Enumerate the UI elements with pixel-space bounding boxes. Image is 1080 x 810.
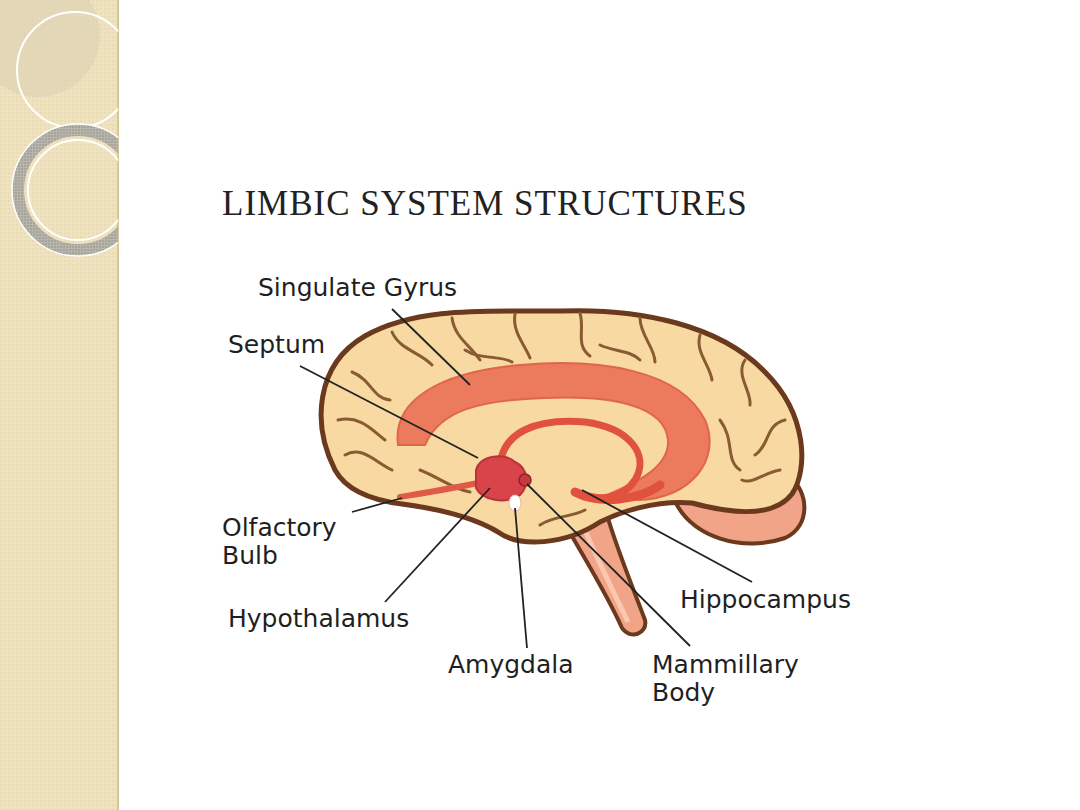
part-label: Hippocampus (680, 586, 851, 614)
brainstem-highlight (585, 530, 628, 622)
part-label: Olfactory Bulb (222, 514, 357, 570)
side-strip (0, 0, 144, 810)
part-label: Singulate Gyrus (258, 274, 457, 302)
part-label: Hypothalamus (228, 605, 409, 633)
part-label: Septum (228, 331, 325, 359)
part-label: Mammillary Body (652, 651, 852, 707)
part-label: Amygdala (448, 651, 574, 679)
mammillary-dot (519, 474, 531, 486)
gyri (338, 313, 785, 525)
olfactory-tract (400, 482, 482, 497)
brain-outline (321, 311, 802, 542)
slide-title: LIMBIC SYSTEM STRUCTURES (222, 184, 748, 224)
cingulate-band (397, 363, 709, 500)
